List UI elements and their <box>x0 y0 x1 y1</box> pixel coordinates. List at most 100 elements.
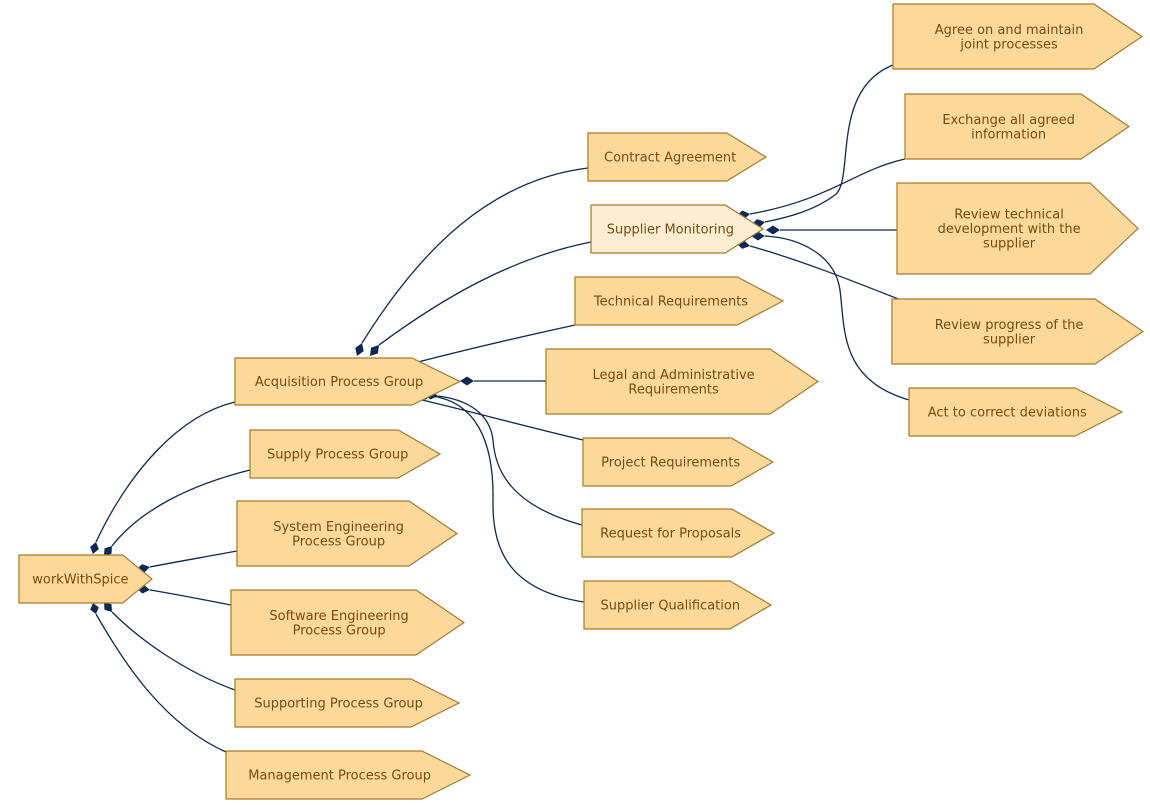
node-label: Supply Process Group <box>267 448 408 463</box>
node-label: System Engineering <box>273 520 404 535</box>
node-label: Agree on and maintain <box>935 23 1084 38</box>
composition-diamond <box>104 602 112 612</box>
edge-line <box>417 324 576 363</box>
node-shape <box>230 589 466 656</box>
edge-line <box>417 398 584 441</box>
node-act[interactable]: Act to correct deviations <box>908 387 1124 437</box>
edge-line <box>111 469 251 547</box>
edge-line <box>361 167 589 344</box>
composition-diamond <box>460 376 474 386</box>
edge-line <box>431 395 585 603</box>
composition-diamond <box>355 343 364 356</box>
edge-root-supply <box>104 469 251 556</box>
node-label: development with the <box>938 222 1081 237</box>
node-label: Review progress of the <box>935 318 1084 333</box>
node-label: Act to correct deviations <box>928 406 1087 421</box>
edge-acq-contract <box>355 167 589 356</box>
edge-line <box>95 613 227 753</box>
node-label: Contract Agreement <box>604 151 736 166</box>
node-label: Request for Proposals <box>600 527 741 542</box>
node-shape <box>18 554 153 604</box>
edge-line <box>749 245 902 301</box>
node-label: workWithSpice <box>32 573 128 588</box>
composition-diamond <box>90 542 99 554</box>
node-root[interactable]: workWithSpice <box>18 554 153 604</box>
node-support[interactable]: Supporting Process Group <box>234 678 461 728</box>
node-shape <box>892 3 1144 70</box>
edges-layer <box>90 64 910 753</box>
node-shape <box>583 580 773 630</box>
edge-root-support <box>104 602 236 691</box>
edge-acq-supmon <box>370 241 592 356</box>
node-acq[interactable]: Acquisition Process Group <box>234 357 462 406</box>
edge-line <box>749 158 906 215</box>
node-shape <box>574 276 785 326</box>
edge-acq-supqual <box>418 391 585 603</box>
node-label: Requirements <box>628 382 719 397</box>
node-shape <box>236 500 459 567</box>
node-shape <box>234 357 462 406</box>
composition-diamond <box>90 603 99 614</box>
node-shape <box>904 93 1131 160</box>
edge-supmon-exchange <box>736 158 906 220</box>
node-label: Legal and Administrative <box>592 368 754 383</box>
node-shape <box>581 508 776 558</box>
node-mgmt[interactable]: Management Process Group <box>225 750 472 800</box>
node-label: Exchange all agreed <box>942 113 1075 128</box>
node-rfp[interactable]: Request for Proposals <box>581 508 776 558</box>
composition-diamond <box>104 546 112 556</box>
edge-acq-legal <box>460 376 546 386</box>
node-shape <box>582 437 775 487</box>
node-techreq[interactable]: Technical Requirements <box>574 276 785 326</box>
node-supply[interactable]: Supply Process Group <box>249 429 442 479</box>
composition-diamond <box>766 225 780 235</box>
node-shape <box>590 204 765 254</box>
node-label: information <box>971 127 1046 142</box>
node-label: Project Requirements <box>601 456 740 471</box>
edge-line <box>378 241 592 346</box>
edge-root-acq <box>90 401 236 554</box>
node-label: Acquisition Process Group <box>255 375 423 390</box>
node-shape <box>896 182 1139 275</box>
node-label: Management Process Group <box>248 769 431 784</box>
edge-line <box>764 64 894 223</box>
node-label: supplier <box>983 332 1036 347</box>
edge-line <box>149 550 238 568</box>
edge-line <box>437 395 583 526</box>
node-shape <box>249 429 442 479</box>
node-shape <box>545 348 820 415</box>
node-label: Process Group <box>293 623 386 638</box>
node-label: Review technical <box>954 208 1064 223</box>
node-shape <box>234 678 461 728</box>
node-supmon[interactable]: Supplier Monitoring <box>590 204 765 254</box>
edge-line <box>111 611 236 691</box>
edge-root-mgmt <box>90 603 227 753</box>
node-shape <box>891 298 1145 365</box>
node-label: Process Group <box>292 534 385 549</box>
edge-root-syseng <box>136 550 238 573</box>
edge-line <box>95 401 236 543</box>
node-label: supplier <box>983 237 1036 252</box>
edge-root-sweng <box>136 584 232 606</box>
node-label: Software Engineering <box>269 609 408 624</box>
node-label: joint processes <box>959 37 1058 52</box>
edge-line <box>149 589 232 606</box>
node-label: Supporting Process Group <box>254 697 423 712</box>
composition-diamond <box>370 345 379 356</box>
node-contract[interactable]: Contract Agreement <box>587 132 768 182</box>
node-shape <box>225 750 472 800</box>
node-label: Technical Requirements <box>593 295 748 310</box>
node-shape <box>587 132 768 182</box>
edge-supmon-agree <box>751 64 894 228</box>
node-supqual[interactable]: Supplier Qualification <box>583 580 773 630</box>
node-label: Supplier Qualification <box>601 599 741 614</box>
node-projreq[interactable]: Project Requirements <box>582 437 775 487</box>
